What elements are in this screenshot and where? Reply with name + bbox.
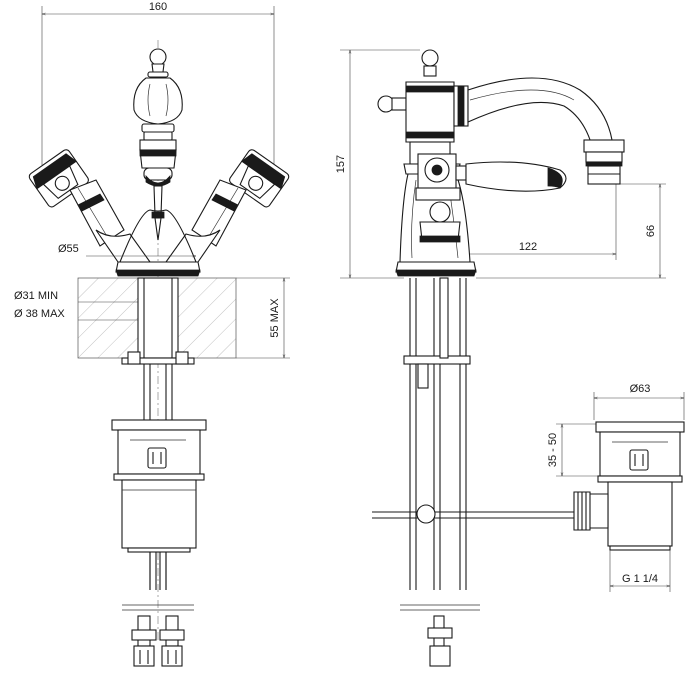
- dim-label-66: 66: [645, 225, 657, 237]
- dimension-157: 157: [335, 49, 420, 279]
- front-view: 160: [14, 1, 290, 667]
- spout-front: [139, 139, 177, 241]
- side-view: 157 66 122: [335, 49, 685, 667]
- dim-label-157: 157: [335, 155, 347, 173]
- body-base: [115, 209, 201, 277]
- dim-label-dia63: Ø63: [630, 383, 651, 395]
- side-lever: [417, 153, 567, 192]
- top-knob: [133, 48, 183, 141]
- dim-label-55max: 55 MAX: [269, 298, 281, 338]
- side-pipes: [372, 187, 594, 667]
- dim-label-122: 122: [519, 241, 537, 253]
- side-waste: Ø63 35 - 50 G 1 1/4: [547, 383, 685, 592]
- dim-label-dia38max: Ø 38 MAX: [14, 308, 65, 320]
- dimension-dia55: Ø55: [58, 243, 196, 256]
- dim-label-g114: G 1 1/4: [622, 573, 658, 585]
- dim-label-35-50: 35 - 50: [547, 433, 559, 467]
- left-handle: [28, 149, 152, 263]
- front-fittings: [131, 615, 185, 667]
- front-waste: [111, 419, 207, 590]
- dim-label-dia31min: Ø31 MIN: [14, 290, 58, 302]
- dimension-160: 160: [41, 1, 275, 165]
- side-spout: [453, 77, 625, 185]
- dim-label-160: 160: [149, 1, 167, 13]
- dim-label-dia55: Ø55: [58, 243, 79, 255]
- front-pipes: [121, 277, 195, 611]
- right-handle: [164, 149, 290, 263]
- dimension-66: 66: [476, 183, 666, 279]
